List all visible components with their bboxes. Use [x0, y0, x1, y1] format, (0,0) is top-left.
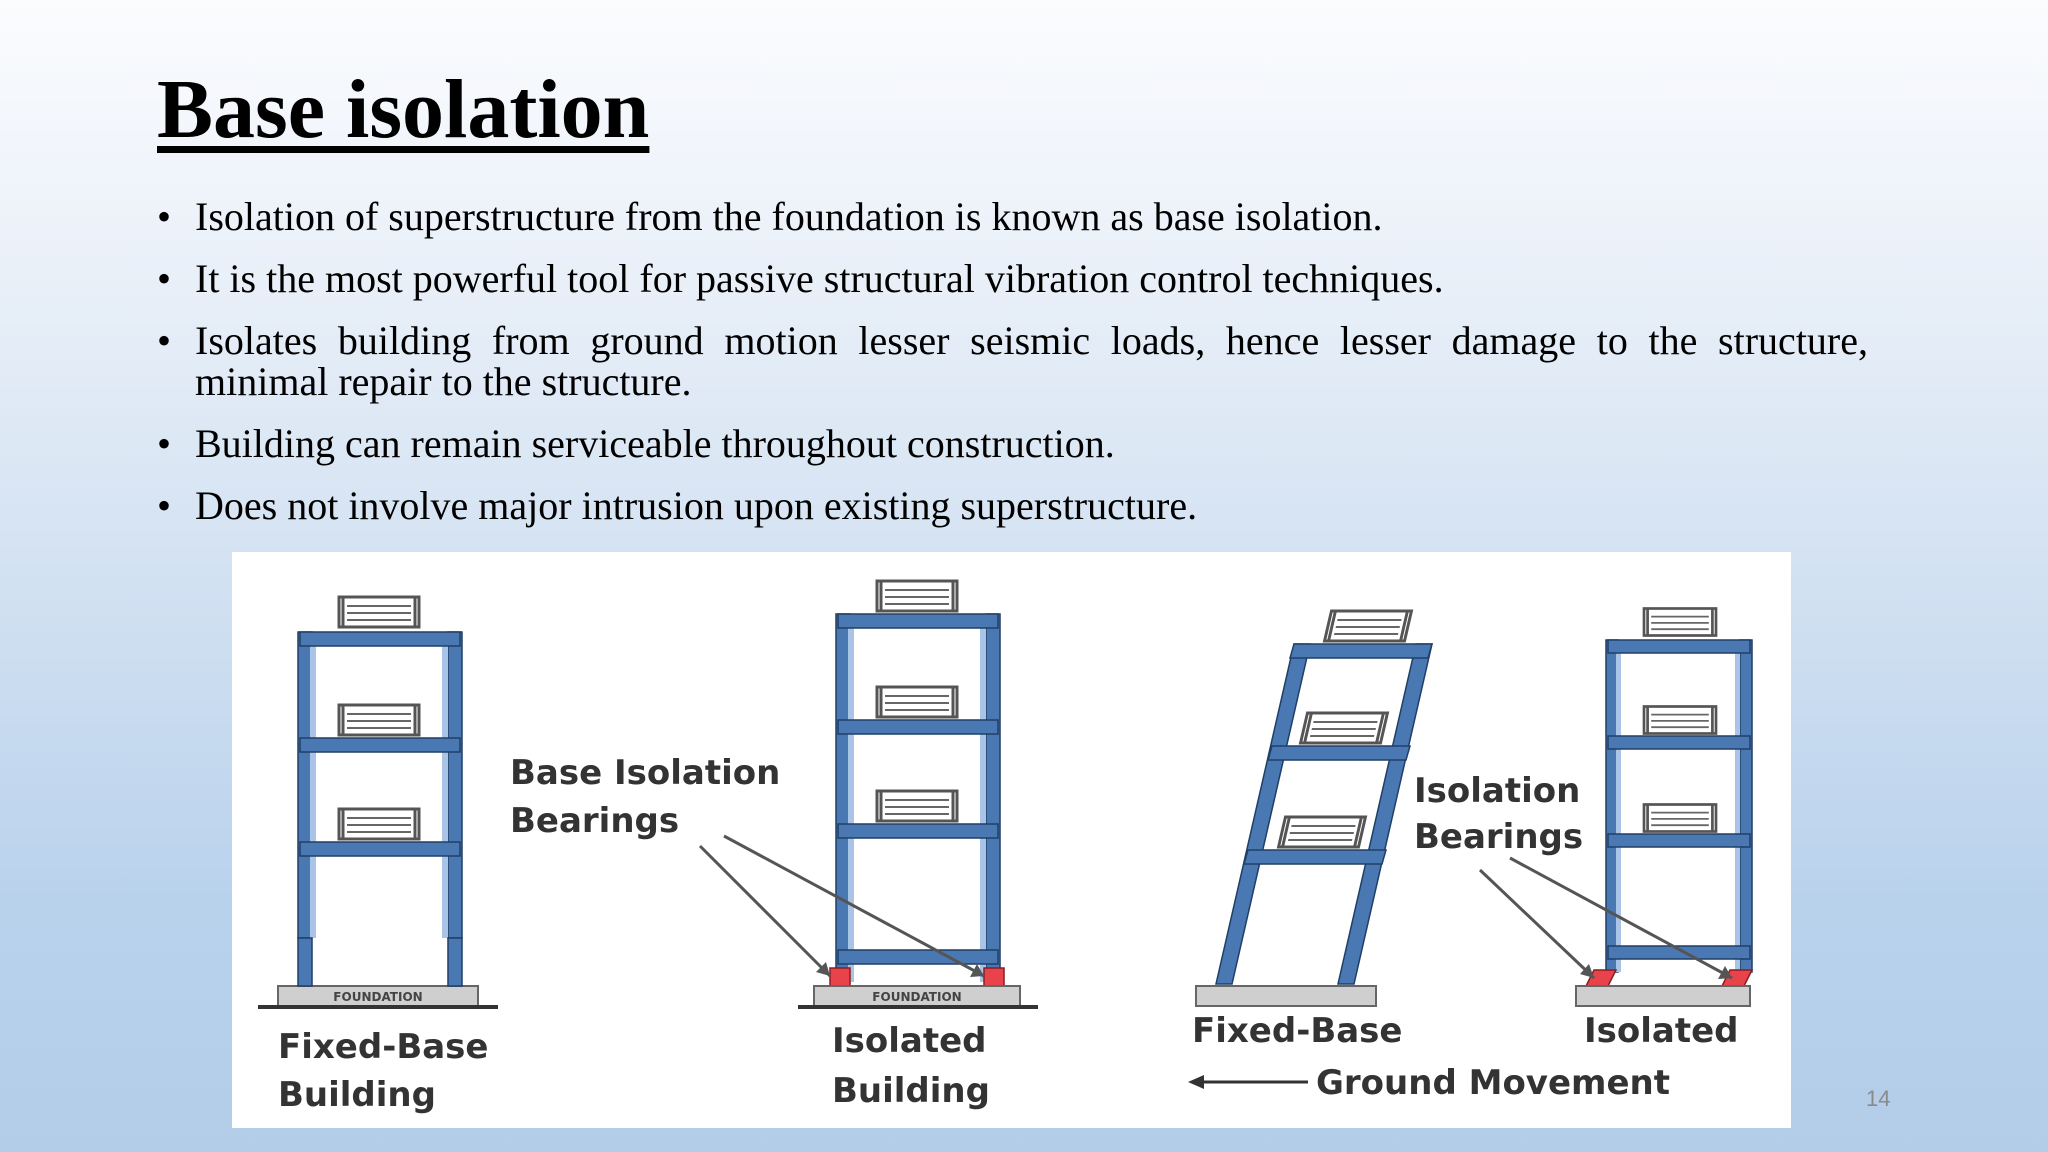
ground-movement-arrow-icon	[1188, 1075, 1308, 1089]
bullet-icon: •	[157, 194, 172, 239]
label-isolation-bearings-1: Isolation	[1414, 771, 1580, 811]
label-isolated-building-1: Isolated	[832, 1021, 987, 1061]
label-ground-movement: Ground Movement	[1316, 1063, 1670, 1103]
bullet-item: • It is the most powerful tool for passiv…	[157, 258, 1868, 299]
label-isolated-building-2: Building	[832, 1071, 990, 1111]
fixed-base-building	[258, 595, 498, 1009]
slide-title: Base isolation	[157, 63, 650, 156]
bullet-icon: •	[157, 318, 172, 363]
isolation-pointer-arrows	[1478, 856, 1733, 980]
bullet-list: • Isolation of superstructure from the fo…	[157, 196, 1868, 547]
bullet-icon: •	[157, 256, 172, 301]
bullet-text: Building can remain serviceable througho…	[195, 421, 1115, 466]
bullet-item: • Does not involve major intrusion upon e…	[157, 485, 1868, 526]
bullet-text: Isolation of superstructure from the fou…	[195, 194, 1383, 239]
label-base-isolation-bearings-1: Base Isolation	[510, 753, 780, 793]
tilted-fixed-base-building	[1195, 609, 1433, 1007]
label-isolated: Isolated	[1584, 1011, 1739, 1051]
label-foundation-1: FOUNDATION	[333, 990, 422, 1004]
label-isolation-bearings-2: Bearings	[1414, 817, 1583, 857]
bullet-item: • Building can remain serviceable through…	[157, 423, 1868, 464]
bullet-text: It is the most powerful tool for passive…	[195, 256, 1444, 301]
bullet-icon: •	[157, 483, 172, 528]
bullet-item: • Isolates building from ground motion le…	[157, 320, 1868, 402]
label-fixed-base-building-2: Building	[278, 1075, 436, 1115]
page-number: 14	[1866, 1086, 1891, 1111]
label-fixed-base: Fixed-Base	[1192, 1011, 1402, 1051]
bullet-text: Isolates building from ground motion les…	[195, 318, 1868, 404]
base-isolation-diagram: Fixed-Base Building Base Isolation Beari…	[232, 552, 1791, 1128]
label-foundation-2: FOUNDATION	[872, 990, 961, 1004]
label-fixed-base-building-1: Fixed-Base	[278, 1027, 488, 1067]
bearing-pointer-arrows	[698, 834, 985, 978]
label-base-isolation-bearings-2: Bearings	[510, 801, 679, 841]
isolated-building	[798, 579, 1038, 1009]
shifted-isolated-building	[1575, 607, 1754, 1007]
bullet-icon: •	[157, 421, 172, 466]
bullet-text: Does not involve major intrusion upon ex…	[195, 483, 1198, 528]
bullet-item: • Isolation of superstructure from the fo…	[157, 196, 1868, 237]
